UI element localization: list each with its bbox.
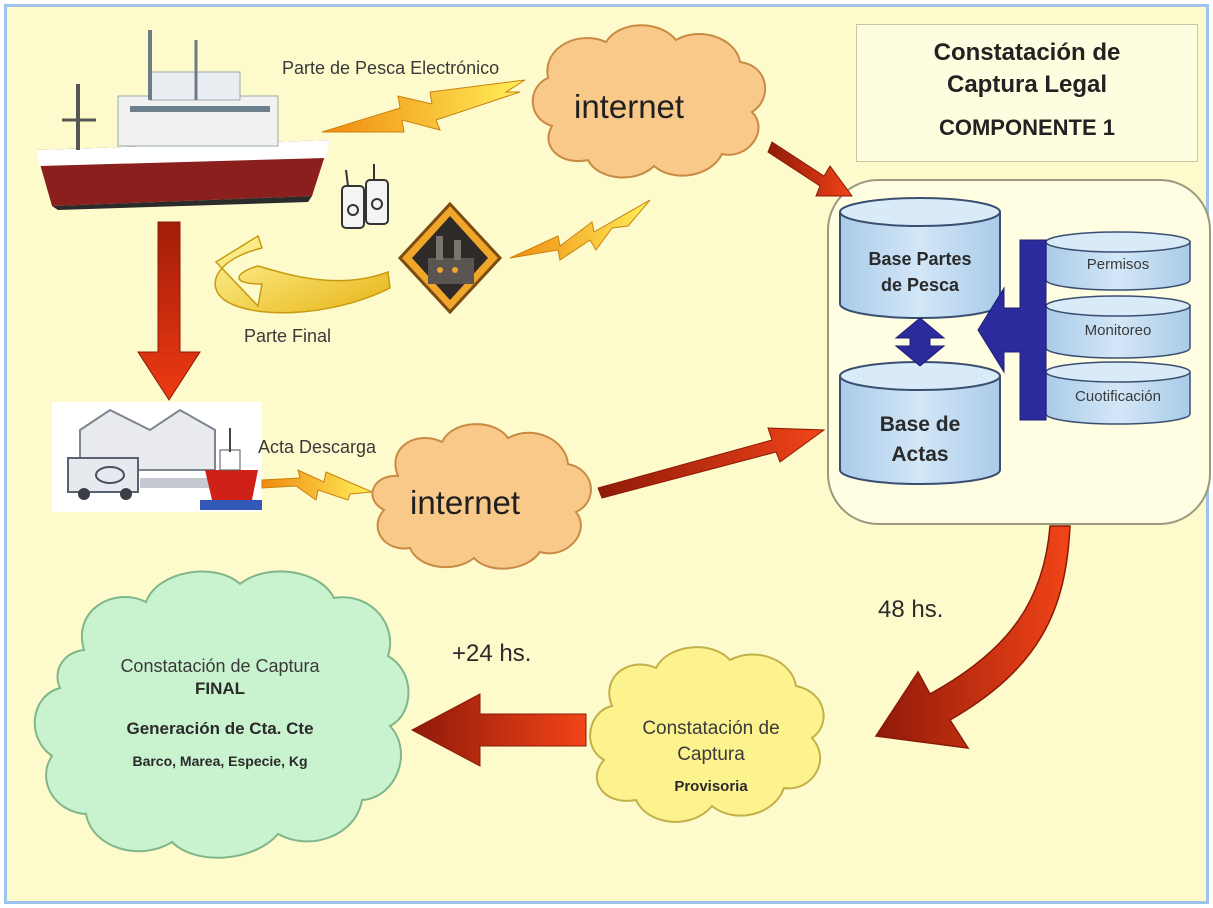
db-permisos-label: Permisos bbox=[1086, 256, 1150, 273]
provisoria-text: Constatación de Captura Provisoria bbox=[606, 716, 816, 795]
final-line-2: FINAL bbox=[194, 679, 246, 698]
final-line-1: Constatación de Captura bbox=[120, 656, 320, 676]
db-partes-label: Base Partes de Pesca bbox=[840, 246, 1000, 298]
lightning-control-station bbox=[509, 199, 651, 261]
final-line-4: Barco, Marea, Especie, Kg bbox=[132, 753, 308, 769]
db-actas-line-1: Base de bbox=[879, 413, 961, 436]
db-actas bbox=[839, 361, 1001, 485]
title-box: Constatación de Captura Legal COMPONENTE… bbox=[856, 24, 1198, 162]
label-48hs: 48 hs. bbox=[878, 596, 944, 623]
arrow-system-to-provisoria bbox=[874, 525, 1071, 749]
arrow-internet-to-system bbox=[767, 141, 853, 197]
label-parte-final: Parte Final bbox=[244, 326, 332, 346]
provisoria-line-3: Provisoria bbox=[674, 778, 748, 795]
db-actas-label: Base de Actas bbox=[840, 410, 1000, 470]
arrow-ship-to-port bbox=[137, 221, 201, 401]
final-text: Constatación de Captura FINAL Generación… bbox=[70, 656, 370, 769]
provisoria-line-2: Captura bbox=[677, 744, 745, 765]
label-acta-descarga: Acta Descarga bbox=[258, 437, 377, 457]
arrow-to-final bbox=[410, 693, 587, 767]
db-permisos bbox=[1045, 231, 1191, 291]
db-cuotificacion-label: Cuotificación bbox=[1075, 388, 1161, 405]
fishing-ship-image bbox=[36, 30, 330, 210]
cloud-provisoria bbox=[589, 646, 825, 823]
db-monitoreo-label: Monitoreo bbox=[1084, 322, 1152, 339]
internet-cloud-top bbox=[531, 24, 767, 179]
label-parte-pesca: Parte de Pesca Electrónico bbox=[282, 58, 500, 78]
title-line-1: Constatación de bbox=[933, 39, 1121, 66]
control-station-sign-icon bbox=[397, 201, 503, 315]
label-internet-bottom: internet bbox=[410, 484, 521, 521]
auxiliary-db-connector bbox=[977, 239, 1047, 421]
internet-cloud-bottom bbox=[371, 423, 592, 570]
radio-handsets-icon bbox=[341, 164, 389, 229]
provisoria-line-1: Constatación de bbox=[642, 718, 780, 739]
parte-final-curved-arrow bbox=[214, 234, 391, 314]
title-line-2: Captura Legal bbox=[946, 71, 1108, 98]
arrow-internet-to-actas bbox=[597, 427, 826, 499]
label-24hs: +24 hs. bbox=[452, 640, 532, 667]
db-cuotificacion bbox=[1045, 361, 1191, 425]
cloud-final bbox=[33, 570, 410, 859]
db-partes-pesca bbox=[839, 197, 1001, 319]
landing-port-image bbox=[52, 402, 262, 512]
title-line-3: COMPONENTE 1 bbox=[938, 115, 1116, 140]
label-internet-top: internet bbox=[574, 88, 685, 125]
db-sync-double-arrow bbox=[894, 317, 946, 367]
db-actas-line-2: Actas bbox=[891, 443, 949, 466]
final-line-3: Generación de Cta. Cte bbox=[126, 719, 314, 738]
db-partes-line-1: Base Partes bbox=[868, 249, 972, 269]
lightning-acta-descarga bbox=[261, 469, 373, 501]
lightning-parte-pesca bbox=[321, 79, 526, 133]
db-partes-line-2: de Pesca bbox=[880, 275, 960, 295]
